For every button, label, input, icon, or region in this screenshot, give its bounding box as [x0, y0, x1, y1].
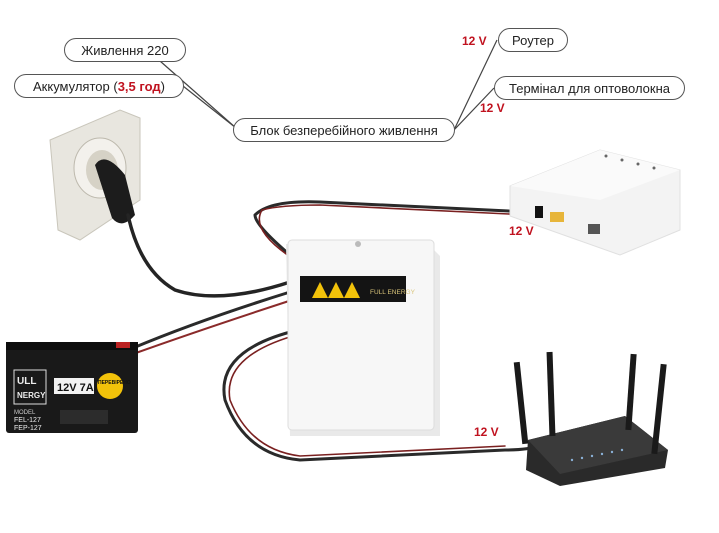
battery-cable-black — [131, 290, 292, 350]
label-battery-suffix: ) — [160, 78, 165, 94]
label-battery: Аккумулятор (3,5 год ) — [14, 74, 184, 98]
label-mains-text: Живлення 220 — [81, 42, 169, 58]
fiber-port — [550, 212, 564, 222]
label-ups-text: Блок безперебійного живлення — [250, 122, 438, 138]
mains-cable — [126, 213, 292, 298]
plug-icon — [95, 159, 135, 224]
connector-arrows — [159, 39, 498, 131]
router-leds — [570, 448, 624, 462]
voltage-terminal-line: 12 V — [480, 101, 505, 115]
status-led — [604, 154, 608, 158]
lan-port — [588, 224, 600, 234]
label-router-text: Роутер — [512, 32, 554, 48]
label-battery-time: 3,5 год — [117, 78, 161, 94]
battery-brand-line2: NERGY — [17, 391, 46, 400]
status-led — [652, 166, 656, 170]
voltage-router-cable: 12 V — [474, 425, 499, 439]
battery-cable-red — [132, 299, 293, 355]
router-cable — [222, 328, 542, 462]
ups-led — [355, 241, 361, 247]
battery-model2: FEP-127 — [14, 425, 42, 432]
wall-socket — [49, 109, 141, 241]
warning-icon — [344, 282, 360, 298]
battery-rating: 12V 7A — [57, 382, 94, 394]
voltage-terminal-cable: 12 V — [509, 224, 534, 238]
voltage-router-line: 12 V — [462, 34, 487, 48]
label-router: Роутер — [498, 28, 568, 52]
router-cable-red — [228, 333, 506, 457]
label-terminal: Термінал для оптоволокна — [494, 76, 685, 100]
label-mains: Живлення 220 — [64, 38, 186, 62]
status-led — [636, 162, 640, 166]
warning-icon — [328, 282, 344, 298]
battery: ULL NERGY 12V 7A ПЕРЕВІРЕНО MODEL FEL-12… — [6, 342, 138, 433]
battery-brand-line1: ULL — [17, 376, 36, 387]
power-port — [535, 206, 543, 218]
arrow-ups-to-router — [453, 39, 498, 131]
warning-icon — [312, 282, 328, 298]
label-ups: Блок безперебійного живлення — [233, 118, 455, 142]
label-battery-prefix: Аккумулятор ( — [33, 78, 118, 94]
arrow-battery-to-ups — [182, 85, 237, 129]
battery-badge: ПЕРЕВІРЕНО — [98, 380, 131, 386]
battery-spec-panel — [60, 410, 108, 424]
router-antennas — [513, 351, 667, 455]
terminal-cable — [253, 200, 532, 257]
arrow-mains-to-ups — [159, 60, 237, 129]
terminal-cable-red — [258, 204, 531, 259]
wifi-router — [513, 351, 668, 486]
arrow-ups-to-terminal — [453, 87, 495, 131]
battery-terminal — [116, 342, 130, 348]
battery-model1: FEL-127 — [14, 417, 41, 424]
cables — [126, 200, 542, 462]
status-led — [620, 158, 624, 162]
optical-terminal — [509, 149, 681, 256]
label-terminal-text: Термінал для оптоволокна — [509, 80, 670, 96]
battery-model-header: MODEL — [14, 410, 36, 416]
ups-box: FULL ENERGY — [286, 239, 440, 436]
ups-brand: FULL ENERGY — [370, 289, 416, 296]
